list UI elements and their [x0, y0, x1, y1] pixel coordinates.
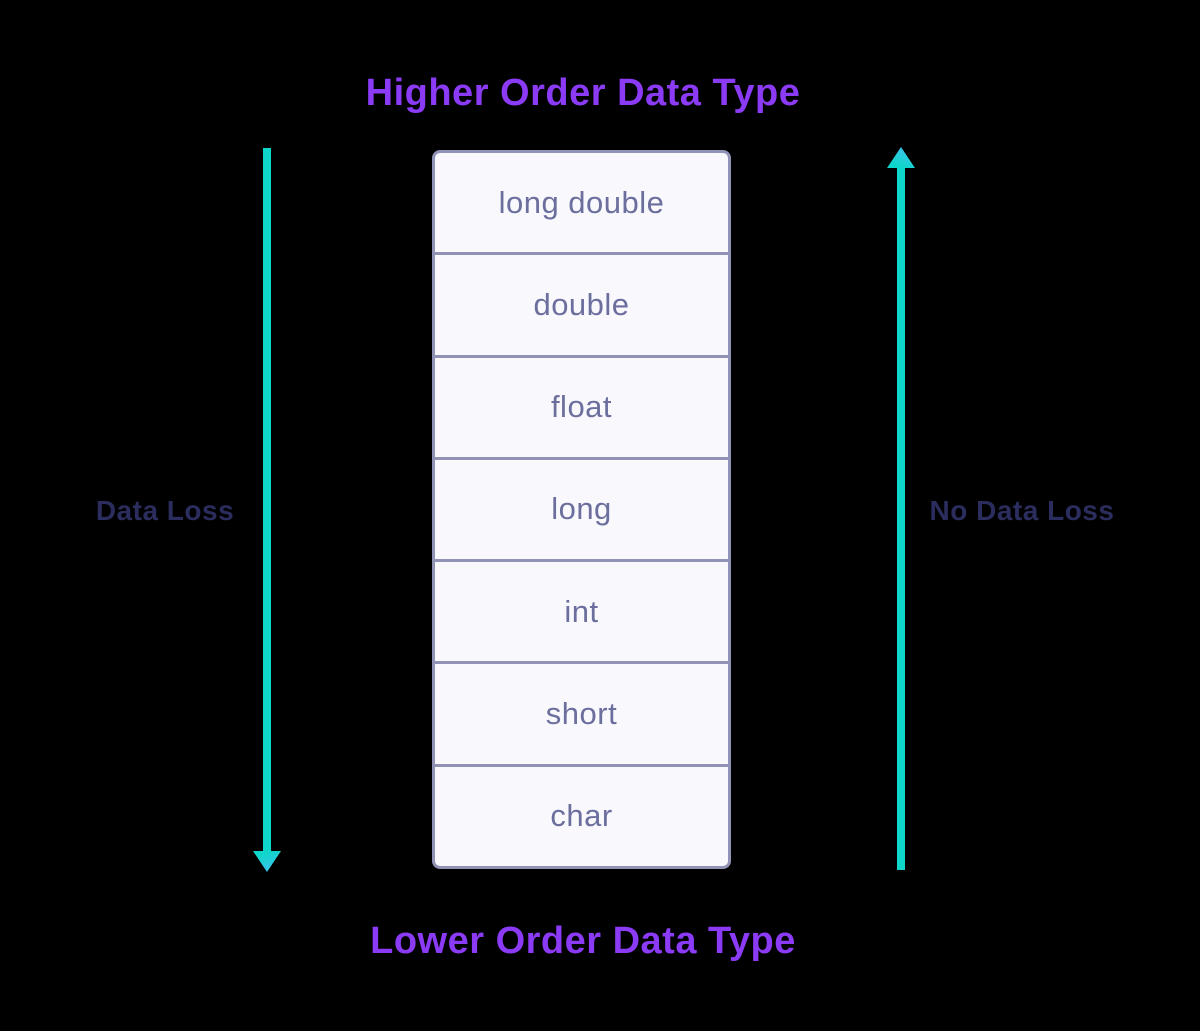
data-loss-label: Data Loss	[95, 495, 235, 526]
lower-order-title: Lower Order Data Type	[370, 920, 796, 962]
no-data-loss-arrow-line	[897, 168, 905, 870]
arrow-up-icon	[887, 147, 915, 168]
stack-cell-long: long	[435, 460, 728, 563]
stack-cell-short: short	[435, 664, 728, 767]
stack-cell-int: int	[435, 562, 728, 665]
stack-cell-float: float	[435, 358, 728, 460]
stack-cell-char: char	[550, 798, 613, 834]
stack-cell-double: double	[435, 255, 728, 358]
data-loss-arrow-line	[263, 148, 271, 852]
no-data-loss-label: No Data Loss	[929, 495, 1115, 526]
stack-cell-long-double: long double	[435, 153, 728, 256]
higher-order-title: Higher Order Data Type	[365, 72, 801, 114]
arrow-down-icon	[253, 851, 281, 872]
